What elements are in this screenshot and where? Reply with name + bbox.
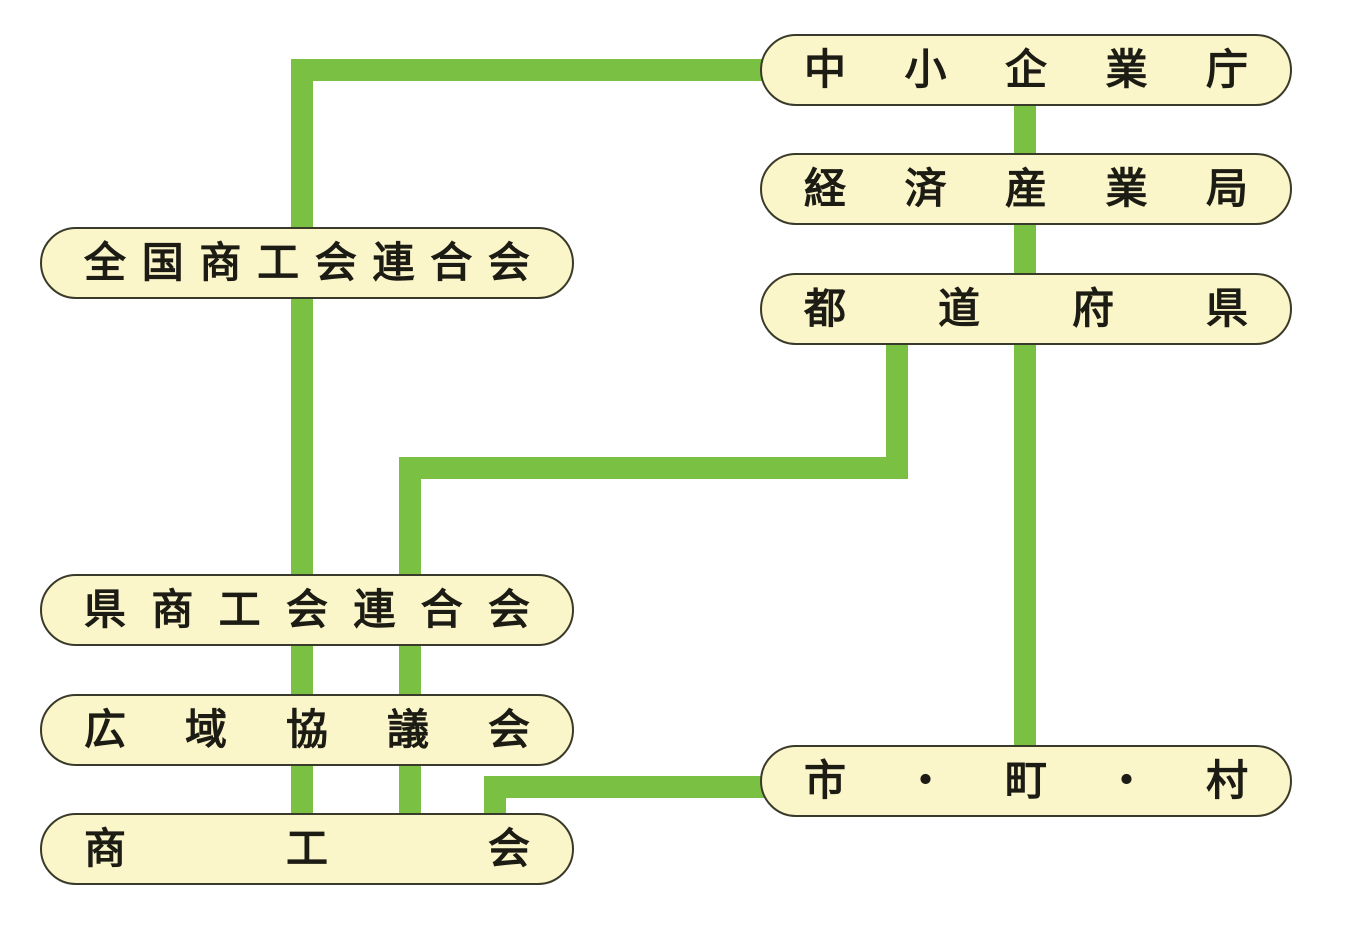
node-todofuken: 都道府県: [760, 273, 1292, 345]
node-zenkoku-rengokai: 全国商工会連合会: [40, 227, 574, 299]
node-chusho-kigyocho: 中小企業庁: [760, 34, 1292, 106]
connector-chusho-to-zenkoku: [291, 59, 765, 815]
node-ken-rengokai: 県商工会連合会: [40, 574, 574, 646]
node-shichoson: 市・町・村: [760, 745, 1292, 817]
node-shokokai: 商工会: [40, 813, 574, 885]
node-koiki-kyogikai: 広域協議会: [40, 694, 574, 766]
node-keizai-sangyokyoku: 経済産業局: [760, 153, 1292, 225]
connector-shichoson-to-shokokai: [484, 776, 765, 815]
